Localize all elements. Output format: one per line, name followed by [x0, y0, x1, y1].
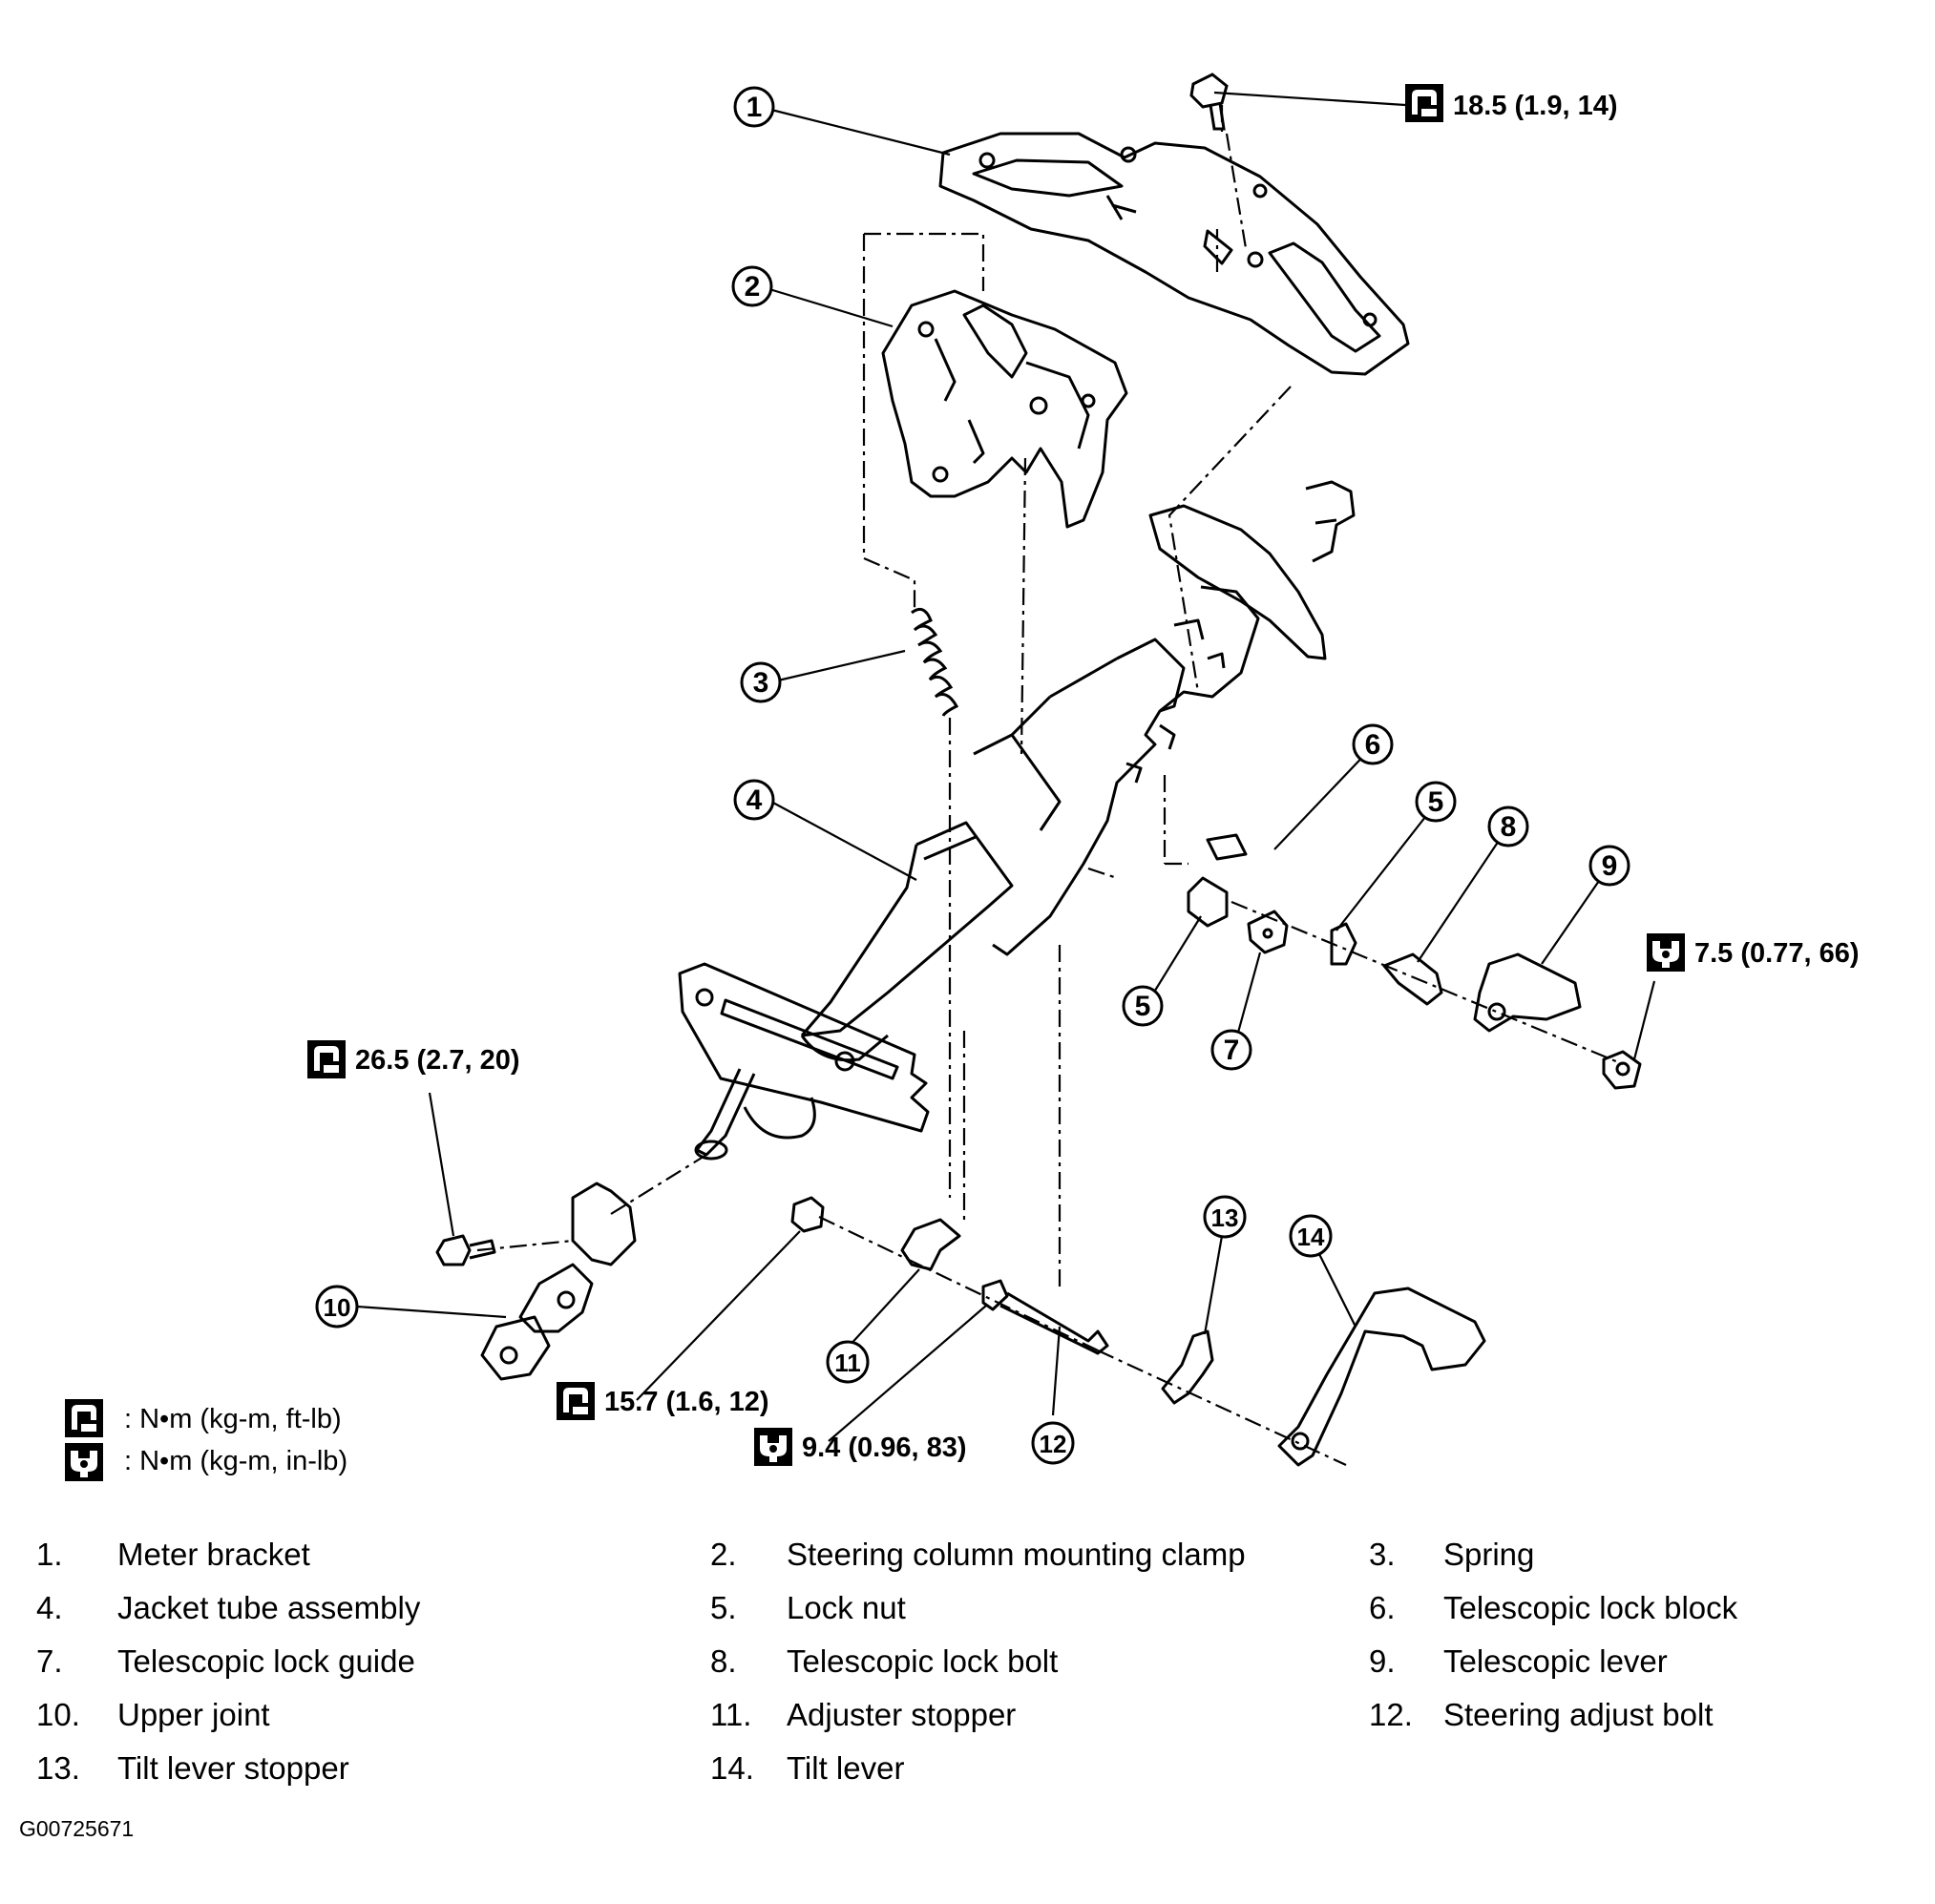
meter-bracket-drawing [938, 132, 1410, 376]
top-bolt-drawing [1189, 73, 1229, 131]
callout-8: 8 [1487, 806, 1529, 847]
svg-text:5: 5 [1428, 786, 1444, 818]
part-number: 7. [36, 1643, 63, 1679]
parts-row: 13. Tilt lever stopper 14. Tilt lever [0, 1750, 1935, 1804]
svg-text:7: 7 [1224, 1035, 1240, 1066]
part-number: 1. [36, 1537, 63, 1572]
svg-text:8: 8 [1501, 811, 1517, 843]
part-number: 2. [710, 1537, 737, 1572]
part-number: 9. [1369, 1643, 1396, 1679]
svg-text:1: 1 [747, 92, 763, 123]
part-name: Adjuster stopper [787, 1697, 1017, 1732]
torque-spec-left: 26.5 (2.7, 20) [307, 1040, 520, 1078]
callout-6: 6 [1352, 723, 1394, 765]
svg-text:12: 12 [1040, 1430, 1067, 1458]
svg-text:7.5 (0.77, 66): 7.5 (0.77, 66) [1694, 938, 1860, 969]
unit-legend: : N•m (kg-m, ft-lb) : N•m (kg-m, in-lb) [65, 1399, 347, 1481]
callout-12: 12 [1031, 1421, 1075, 1465]
spring-drawing [911, 607, 959, 717]
callout-1: 1 [733, 86, 775, 128]
part-number: 8. [710, 1643, 737, 1679]
parts-list: 1. Meter bracket 2. Steering column moun… [0, 1537, 1935, 1804]
part-name: Telescopic lock guide [117, 1643, 415, 1679]
torque-spec-bottom-mid: 15.7 (1.6, 12) [557, 1382, 769, 1420]
parts-row: 7. Telescopic lock guide 8. Telescopic l… [0, 1643, 1935, 1697]
callout-14: 14 [1289, 1214, 1333, 1258]
exploded-view-diagram: 1 2 3 4 6 5 8 9 5 7 10 11 12 13 14 18.5 … [65, 73, 1860, 1481]
part-number: 11. [710, 1697, 752, 1732]
svg-text:18.5 (1.9, 14): 18.5 (1.9, 14) [1453, 91, 1618, 121]
assembly-lines [476, 105, 1624, 1466]
callout-2: 2 [731, 265, 773, 307]
mounting-clamp-drawing [881, 289, 1128, 529]
svg-text:11: 11 [834, 1349, 861, 1377]
svg-text:3: 3 [753, 667, 769, 699]
callout-10: 10 [315, 1285, 359, 1329]
part-name: Telescopic lock bolt [787, 1643, 1059, 1679]
part-number: 6. [1369, 1590, 1396, 1625]
telescopic-parts-drawing [1187, 833, 1642, 1090]
torque-spec-bottom: 9.4 (0.96, 83) [754, 1428, 967, 1466]
part-name: Tilt lever stopper [117, 1750, 349, 1786]
parts-row: 10. Upper joint 11. Adjuster stopper 12.… [0, 1697, 1935, 1750]
part-name: Telescopic lock block [1443, 1590, 1738, 1625]
part-name: Jacket tube assembly [117, 1590, 421, 1625]
callout-9: 9 [1588, 845, 1630, 887]
torque-spec-top: 18.5 (1.9, 14) [1405, 84, 1618, 122]
callout-7: 7 [1210, 1029, 1252, 1071]
callout-5-lower: 5 [1122, 985, 1164, 1027]
svg-text:15.7 (1.6, 12): 15.7 (1.6, 12) [604, 1387, 769, 1417]
part-number: 14. [710, 1750, 754, 1786]
jacket-tube-drawing [678, 480, 1356, 1161]
svg-text:2: 2 [745, 271, 761, 303]
svg-text:: N•m (kg-m, ft-lb): : N•m (kg-m, ft-lb) [124, 1404, 342, 1434]
figure-id: G00725671 [19, 1816, 135, 1841]
svg-text:26.5 (2.7, 20): 26.5 (2.7, 20) [355, 1045, 520, 1076]
svg-text:13: 13 [1211, 1203, 1239, 1232]
part-name: Upper joint [117, 1697, 270, 1732]
callout-4: 4 [733, 779, 775, 821]
part-name: Tilt lever [787, 1750, 905, 1786]
callout-13: 13 [1203, 1195, 1247, 1239]
callout-3: 3 [740, 661, 782, 703]
callout-11: 11 [826, 1340, 870, 1384]
part-name: Steering adjust bolt [1443, 1697, 1714, 1732]
svg-text:14: 14 [1297, 1223, 1325, 1251]
part-number: 12. [1369, 1697, 1413, 1732]
svg-text:10: 10 [324, 1293, 351, 1322]
parts-row: 1. Meter bracket 2. Steering column moun… [0, 1537, 1935, 1590]
torque-spec-right: 7.5 (0.77, 66) [1647, 933, 1860, 972]
callout-5-upper: 5 [1415, 781, 1457, 823]
part-name: Spring [1443, 1537, 1535, 1572]
svg-text:5: 5 [1135, 991, 1151, 1022]
part-number: 5. [710, 1590, 737, 1625]
part-number: 13. [36, 1750, 80, 1786]
part-number: 4. [36, 1590, 63, 1625]
part-number: 10. [36, 1697, 80, 1732]
svg-text:6: 6 [1365, 729, 1381, 761]
svg-text:9: 9 [1602, 850, 1618, 882]
leader-lines [356, 91, 1656, 1442]
part-number: 3. [1369, 1537, 1396, 1572]
part-name: Meter bracket [117, 1537, 310, 1572]
svg-text:4: 4 [747, 785, 763, 816]
part-name: Steering column mounting clamp [787, 1537, 1246, 1572]
parts-row: 4. Jacket tube assembly 5. Lock nut 6. T… [0, 1590, 1935, 1643]
svg-text:: N•m (kg-m, in-lb): : N•m (kg-m, in-lb) [124, 1446, 347, 1476]
svg-text:9.4 (0.96, 83): 9.4 (0.96, 83) [802, 1433, 967, 1463]
part-name: Telescopic lever [1443, 1643, 1668, 1679]
part-name: Lock nut [787, 1590, 906, 1625]
